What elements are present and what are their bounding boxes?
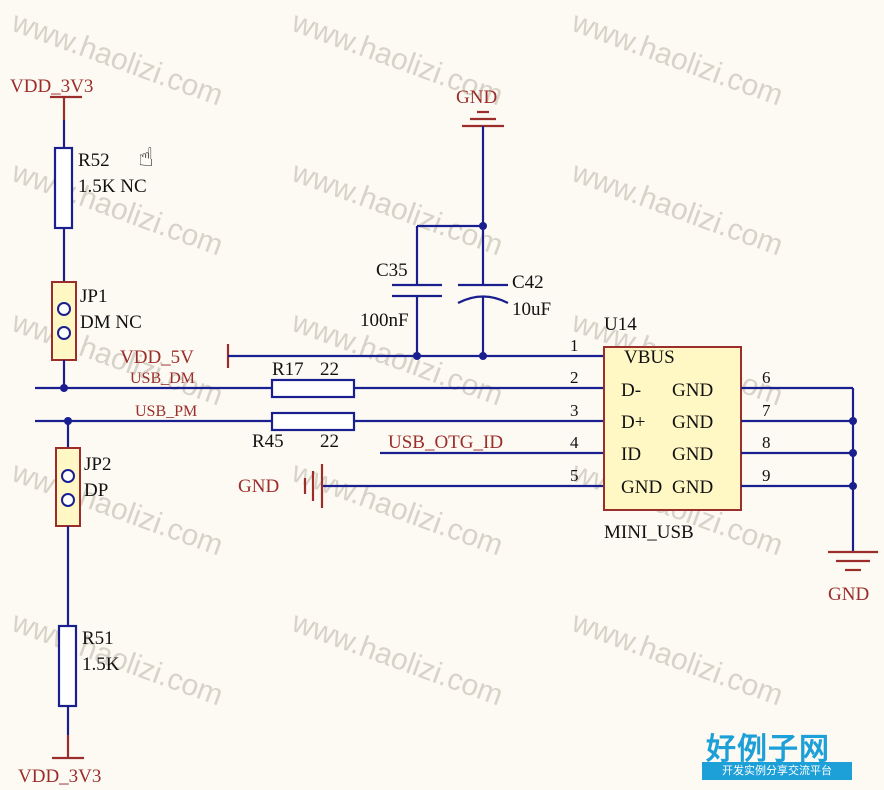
resistor-r51: R51 1.5K [57,624,120,708]
c35-value: 100nF [360,310,409,331]
vdd-top-symbol: VDD_3V3 [10,76,93,120]
svg-text:1: 1 [570,336,579,355]
capacitor-c35: C35 100nF [360,226,442,356]
u14-pin-7: GND 7 [672,401,771,433]
u14-ref: U14 [604,314,637,335]
svg-text:9: 9 [762,466,771,485]
c42-value: 10uF [512,299,551,320]
c35-ref: C35 [376,260,408,281]
r51-value: 1.5K [82,654,120,675]
junction-gnd-7 [849,417,857,425]
r52-value: 1.5K NC [78,176,147,197]
gnd-left-symbol: GND [238,464,604,508]
gnd-right-symbol: GND [828,550,878,605]
net-usb-otg-id: USB_OTG_ID [388,432,503,453]
gnd-right-label: GND [828,584,869,605]
svg-text:GND: GND [672,477,713,498]
capacitor-c42: C42 10uF [457,226,551,356]
svg-text:GND: GND [672,380,713,401]
gnd-left-label: GND [238,476,279,497]
junction-gnd-8 [849,449,857,457]
jp2-ref: JP2 [84,454,111,475]
net-usb-dm: USB_DM [130,370,195,387]
svg-text:7: 7 [762,401,771,420]
jumper-jp1: JP1 DM NC [51,281,142,361]
r17-ref: R17 [272,359,304,380]
r51-ref: R51 [82,628,114,649]
u14-name: MINI_USB [604,522,694,543]
logo-sub-text: 开发实例分享交流平台 [702,762,852,780]
u14-pin-1: 1 VBUS [570,336,675,368]
svg-text:GND: GND [672,412,713,433]
svg-text:D-: D- [621,380,641,401]
jp1-ref: JP1 [80,286,107,307]
vdd-5v-symbol: VDD_5V [120,344,230,368]
site-logo: 好例子网 开发实例分享交流平台 [700,724,852,782]
u14-pin-2: 2 D- [570,368,641,401]
jp1-value: DM NC [80,312,142,333]
junction-gnd-9 [849,482,857,490]
u14-pin-9: GND 9 [672,466,771,498]
resistor-r52: R52 1.5K NC [53,146,147,230]
logo-main-text: 好例子网 [706,732,830,767]
svg-text:6: 6 [762,368,771,387]
net-usb-pm: USB_PM [135,403,197,420]
svg-text:5: 5 [570,466,579,485]
jp2-value: DP [84,480,108,501]
c42-ref: C42 [512,272,544,293]
gnd-top-symbol: GND [456,87,504,128]
svg-text:2: 2 [570,368,579,387]
jumper-jp2: JP2 DP [55,447,111,527]
r45-ref: R45 [252,431,284,452]
u14-pin-5: 5 GND [570,466,662,498]
u14-pin-6: GND 6 [672,368,771,401]
svg-text:D+: D+ [621,412,645,433]
svg-text:3: 3 [570,401,579,420]
resistor-r45: R45 22 [252,411,356,452]
connector-u14: U14 MINI_USB 1 VBUS 2 D- 3 D+ 4 ID 5 GND… [570,314,771,543]
resistor-r17: R17 22 [270,359,356,399]
u14-pin-3: 3 D+ [570,401,645,433]
svg-text:GND: GND [672,444,713,465]
svg-text:VBUS: VBUS [624,347,675,368]
svg-text:GND: GND [621,477,662,498]
svg-text:ID: ID [621,444,641,465]
r45-value: 22 [320,431,339,452]
r17-value: 22 [320,359,339,380]
vdd-bottom-symbol: VDD_3V3 [18,735,101,787]
u14-pin-4: 4 ID [570,433,641,465]
svg-text:8: 8 [762,433,771,452]
gnd-top-label: GND [456,87,497,108]
vdd-bottom-label: VDD_3V3 [18,766,101,787]
r52-ref: R52 [78,150,110,171]
u14-pin-8: GND 8 [672,433,771,465]
vdd-5v-label: VDD_5V [120,347,194,368]
vdd-top-label: VDD_3V3 [10,76,93,97]
svg-text:4: 4 [570,433,579,452]
hand-cursor-icon: ☝ [138,143,154,173]
